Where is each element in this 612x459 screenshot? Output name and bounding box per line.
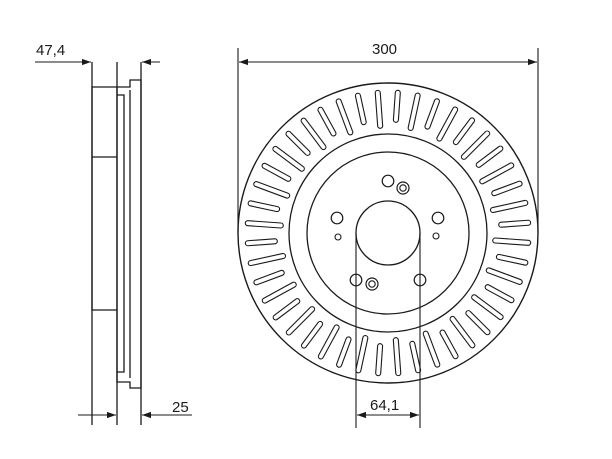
vent-slot	[471, 294, 504, 321]
screw-hole-lower	[365, 277, 379, 291]
vent-slot	[495, 253, 529, 266]
friction-ring-outline	[116, 79, 142, 389]
vent-slot	[355, 335, 369, 374]
vent-slot	[485, 267, 523, 285]
vent-slot	[247, 252, 287, 267]
vent-slot	[392, 337, 402, 377]
vent-slot	[300, 320, 324, 349]
side-view	[91, 62, 142, 425]
vent-slot	[272, 298, 301, 321]
dimension-centering-diameter: 64,1	[355, 233, 421, 428]
vent-slot	[253, 269, 285, 286]
vent-slot	[465, 310, 491, 336]
vent-slot	[449, 315, 476, 349]
vent-slot	[439, 329, 459, 360]
vent-slot	[424, 98, 440, 130]
vent-slot	[436, 106, 459, 142]
vent-slot	[317, 106, 337, 137]
friction-ring-inner-edge	[288, 133, 488, 333]
vent-slot	[475, 145, 504, 168]
dimension-label-disc-thickness: 25	[172, 399, 189, 416]
vent-slot	[452, 117, 476, 146]
vent-slot	[392, 89, 401, 123]
front-view	[237, 82, 539, 384]
vent-slot	[460, 130, 491, 160]
vent-slot	[335, 98, 354, 136]
vent-slot	[272, 145, 305, 172]
vent-slot	[261, 281, 297, 304]
centre-bore	[355, 200, 421, 266]
vent-slot	[489, 199, 529, 214]
vent-slot	[484, 284, 515, 304]
dimension-outer-diameter: 300	[237, 41, 539, 233]
ventilation-slots	[244, 89, 532, 377]
disc-outer-edge	[237, 82, 539, 384]
vent-slot	[261, 162, 292, 182]
dimension-label-outer-diameter: 300	[372, 41, 397, 58]
pin-hole-right	[432, 232, 440, 240]
vent-slot	[253, 181, 291, 199]
pin-hole-left	[334, 233, 342, 241]
vent-slot	[375, 343, 384, 377]
vent-slot	[285, 130, 311, 156]
vent-slot	[244, 220, 284, 229]
vent-slot	[409, 340, 422, 374]
vent-slot	[354, 92, 367, 126]
hub-outer-edge	[306, 151, 470, 315]
vent-slot	[422, 330, 441, 368]
screw-hole-upper	[396, 181, 410, 195]
ring-vent-step	[117, 94, 125, 373]
dimension-label-overall-width: 47,4	[36, 42, 65, 59]
vent-slot	[317, 324, 340, 360]
vent-slot	[491, 180, 523, 197]
dimension-overall-width: 47,4	[35, 42, 160, 66]
vent-slot	[300, 117, 327, 151]
vent-slot	[407, 92, 421, 131]
vent-slot	[244, 238, 278, 247]
vent-slot	[285, 306, 316, 336]
dimension-disc-thickness: 25	[78, 399, 192, 419]
vent-slot	[374, 89, 384, 129]
bolt-hole-top	[381, 174, 395, 188]
vent-slot	[492, 237, 532, 246]
bolt-hole-right	[431, 211, 445, 225]
vent-slot	[336, 336, 352, 368]
vent-slot	[479, 162, 515, 185]
hub-hat-profile	[91, 86, 117, 311]
vent-slot	[498, 219, 532, 228]
bolt-hole-left	[330, 211, 344, 225]
dimension-label-centering-diameter: 64,1	[370, 397, 399, 414]
vent-slot	[247, 200, 281, 213]
